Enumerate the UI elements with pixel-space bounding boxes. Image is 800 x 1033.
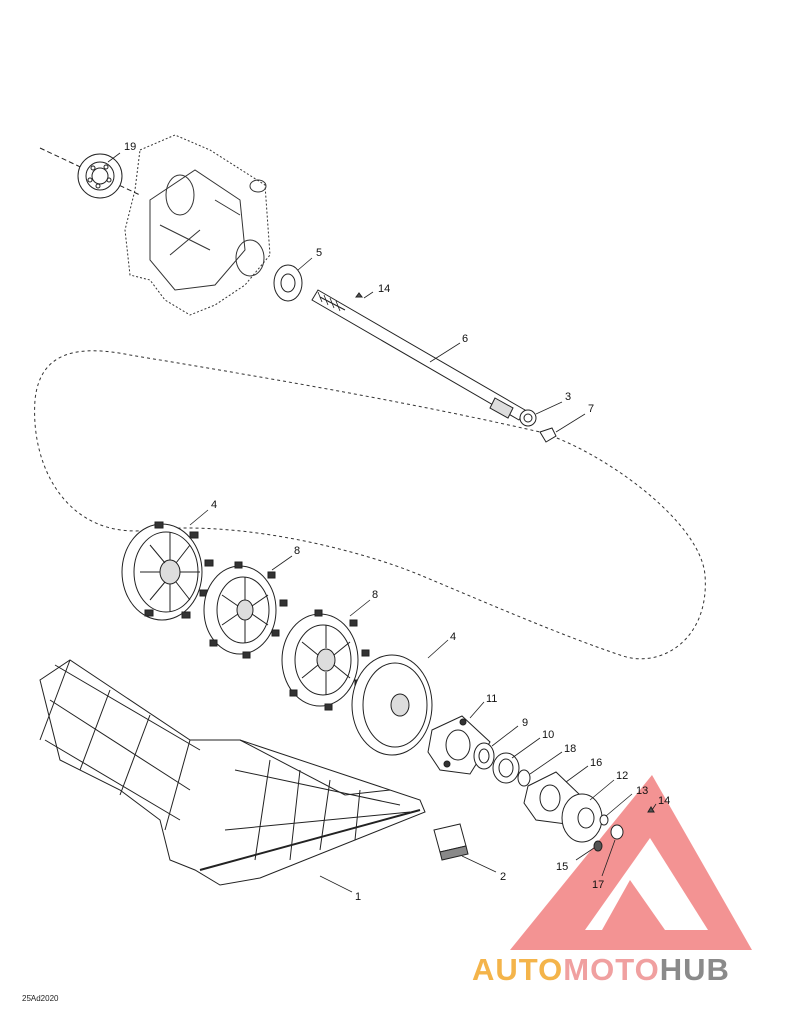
- callout-7: 7: [588, 403, 594, 415]
- callout-8b: 8: [372, 589, 378, 601]
- callout-17: 17: [592, 879, 604, 891]
- sprocket-wheel-4-rear: [351, 654, 433, 756]
- callout-1: 1: [355, 891, 361, 903]
- callout-6: 6: [462, 333, 468, 345]
- watermark-part-hub: HUB: [659, 952, 730, 987]
- callout-12: 12: [616, 770, 628, 782]
- drive-chain-outline: [34, 350, 706, 660]
- ring-18: [517, 769, 531, 787]
- callout-2: 2: [500, 871, 506, 883]
- watermark-part-auto: AUTO: [472, 952, 564, 987]
- callout-16: 16: [590, 757, 602, 769]
- watermark-logo: AUTOMOTOHUB: [472, 952, 730, 988]
- bearing-19: [39, 147, 141, 199]
- callout-14b: 14: [658, 795, 670, 807]
- sprocket-8-b: [281, 609, 370, 711]
- callout-13: 13: [636, 785, 648, 797]
- callout-5: 5: [316, 247, 322, 259]
- callout-11: 11: [486, 693, 497, 705]
- figure-reference: 25̈Ad2020: [22, 994, 59, 1003]
- callout-14a: 14: [378, 283, 390, 295]
- bolt-7: [539, 427, 557, 443]
- sprocket-8-a: [203, 561, 288, 659]
- callout-labels: 19 5 14 6 3 7 4 8 8 4 11 9 10 18 16 12 1…: [124, 141, 670, 903]
- slider-2: [433, 823, 469, 861]
- watermark-part-moto: MOTO: [563, 952, 660, 987]
- callout-3: 3: [565, 391, 571, 403]
- bearing-10: [492, 752, 520, 784]
- washer-5: [273, 264, 303, 302]
- callout-19: 19: [124, 141, 136, 153]
- callout-10: 10: [542, 729, 554, 741]
- callout-4b: 4: [450, 631, 456, 643]
- small-fasteners: [593, 806, 655, 852]
- callout-18: 18: [564, 743, 576, 755]
- watermark-triangle-icon: [510, 775, 752, 950]
- track-1: [39, 659, 426, 886]
- callout-9: 9: [522, 717, 528, 729]
- nut-3: [519, 409, 537, 427]
- flange-12: [561, 793, 603, 843]
- washer-9: [473, 742, 495, 770]
- callout-8a: 8: [294, 545, 300, 557]
- sprocket-wheel-4-front: [121, 521, 214, 621]
- drive-axle-6: [311, 289, 526, 421]
- leader-lines: [107, 152, 657, 893]
- callout-4a: 4: [211, 499, 217, 511]
- callout-15: 15: [556, 861, 568, 873]
- chaincase-housing: [124, 134, 271, 316]
